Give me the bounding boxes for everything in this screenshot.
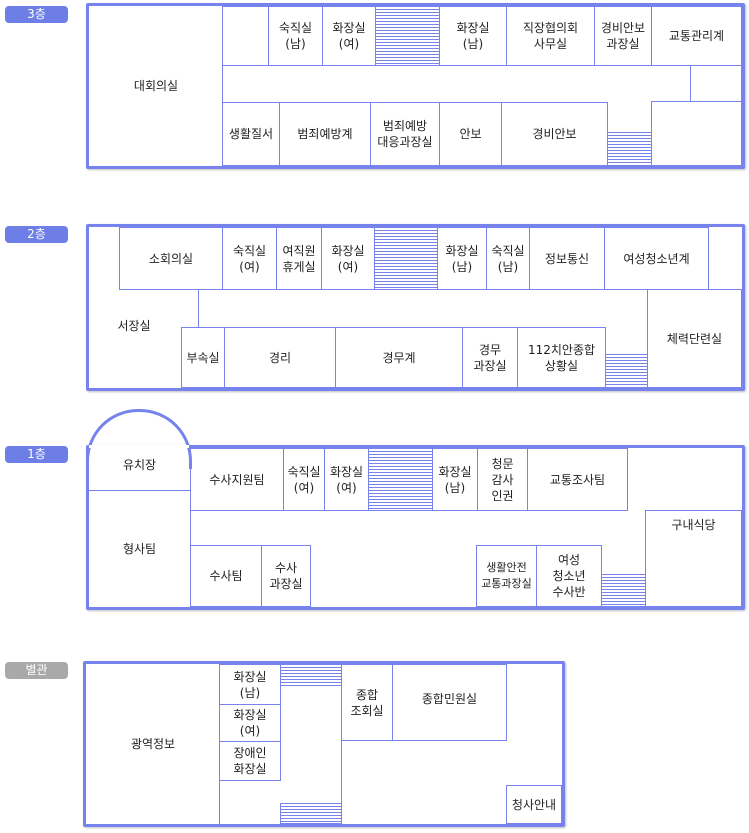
room-1f-life-safety-traffic-chief[interactable]: 생활안전 교통과장실 <box>476 545 537 607</box>
stairs-icon <box>607 132 652 166</box>
room-2f-annex-room[interactable]: 부속실 <box>181 327 225 388</box>
stairs-icon <box>374 227 438 290</box>
floor-2-tab[interactable]: 2층 <box>5 226 68 243</box>
room-annex-civil-service[interactable]: 종합민원실 <box>392 664 507 741</box>
room-3f-crime-prevention[interactable]: 범죄예방계 <box>279 102 371 166</box>
room-2f-small-conference[interactable]: 소회의실 <box>119 227 223 290</box>
room-3f-workplace-council[interactable]: 직장협의회 사무실 <box>506 6 595 66</box>
room-1f-restroom-men[interactable]: 화장실 (남) <box>432 448 478 511</box>
stairs-icon <box>375 6 440 66</box>
room-2f-fitness[interactable]: 체력단련실 <box>647 289 742 388</box>
room-2f-police-affairs-chief[interactable]: 경무 과장실 <box>462 327 518 388</box>
room-2f-night-duty-men[interactable]: 숙직실 (남) <box>486 227 530 290</box>
room-3f-security[interactable]: 안보 <box>439 102 502 166</box>
wall <box>341 664 342 824</box>
room-2f-accounting[interactable]: 경리 <box>224 327 336 388</box>
room-2f-women-youth[interactable]: 여성청소년계 <box>604 227 709 290</box>
stairs-icon <box>605 354 648 388</box>
floor-1-plan <box>86 445 745 610</box>
room-1f-investigation-team[interactable]: 수사팀 <box>190 545 262 607</box>
room-annex-accessible-restroom[interactable]: 장애인 화장실 <box>219 741 281 781</box>
room-annex-general-inquiry[interactable]: 종합 조회실 <box>341 664 393 741</box>
room-1f-investigation-support[interactable]: 수사지원팀 <box>190 448 284 511</box>
room-2f-night-duty-women[interactable]: 숙직실 (여) <box>222 227 277 290</box>
room-2f-restroom-men[interactable]: 화장실 (남) <box>437 227 487 290</box>
room-1f-traffic-investigation[interactable]: 교통조사팀 <box>527 448 628 511</box>
room-3f-crime-prevention-chief[interactable]: 범죄예방 대응과장실 <box>370 102 440 166</box>
room-1f-audit[interactable]: 청문 감사 인권 <box>477 448 528 511</box>
room-1f-cafeteria-top <box>628 448 742 510</box>
room-1f-restroom-women[interactable]: 화장실 (여) <box>324 448 369 511</box>
annex-tab[interactable]: 별관 <box>5 662 68 679</box>
room-2f-female-lounge[interactable]: 여직원 휴게실 <box>276 227 322 290</box>
floor-1-tab[interactable]: 1층 <box>5 446 68 463</box>
room-1f-cafeteria[interactable]: 구내식당 <box>645 510 742 607</box>
room-1f-detective-team[interactable]: 형사팀 <box>122 542 157 556</box>
room-2f-situation-room[interactable]: 112치안종합 상황실 <box>517 327 606 388</box>
room-2f-police-affairs[interactable]: 경무계 <box>335 327 463 388</box>
wall <box>222 6 223 166</box>
wall <box>190 445 191 607</box>
room-3f-night-duty-men[interactable]: 숙직실 (남) <box>268 6 323 66</box>
room-2f-restroom-women[interactable]: 화장실 (여) <box>321 227 375 290</box>
wall <box>198 289 199 327</box>
room-annex-restroom-women[interactable]: 화장실 (여) <box>219 704 281 742</box>
room-chief-office[interactable]: 서장실 <box>117 319 151 333</box>
stairs-icon <box>280 664 342 686</box>
room-3f-small-right <box>690 65 742 102</box>
room-1f-investigation-chief[interactable]: 수사 과장실 <box>261 545 311 607</box>
room-3f-life-order[interactable]: 생활질서 <box>222 102 280 166</box>
room-annex-regional-info[interactable]: 광역정보 <box>130 737 176 751</box>
stairs-icon <box>368 448 433 511</box>
room-1f-detention[interactable]: 유치장 <box>122 458 157 472</box>
room-1f-night-duty-women[interactable]: 숙직실 (여) <box>283 448 325 511</box>
room-3f-traffic-mgmt[interactable]: 교통관리계 <box>651 6 742 66</box>
room-3f-restroom-women[interactable]: 화장실 (여) <box>322 6 376 66</box>
room-annex-building-info[interactable]: 청사안내 <box>506 785 562 824</box>
floor-3-tab[interactable]: 3층 <box>5 6 68 23</box>
room-3f-bottom-right <box>651 101 742 166</box>
room-annex-restroom-men[interactable]: 화장실 (남) <box>219 664 281 705</box>
stairs-icon <box>601 574 646 607</box>
room-3f-security-guard[interactable]: 경비안보 <box>501 102 608 166</box>
stairs-icon <box>280 803 342 824</box>
wall <box>89 445 189 448</box>
room-2f-info-comm[interactable]: 정보통신 <box>529 227 605 290</box>
room-3f-security-chief[interactable]: 경비안보 과장실 <box>594 6 652 66</box>
room-3f-restroom-men[interactable]: 화장실 (남) <box>439 6 507 66</box>
room-grand-conference[interactable]: 대회의실 <box>133 79 179 93</box>
annex-plan <box>83 661 565 827</box>
room-3f-blank <box>222 6 269 66</box>
room-1f-women-youth-investigation[interactable]: 여성 청소년 수사반 <box>536 545 602 607</box>
wall <box>87 490 190 491</box>
